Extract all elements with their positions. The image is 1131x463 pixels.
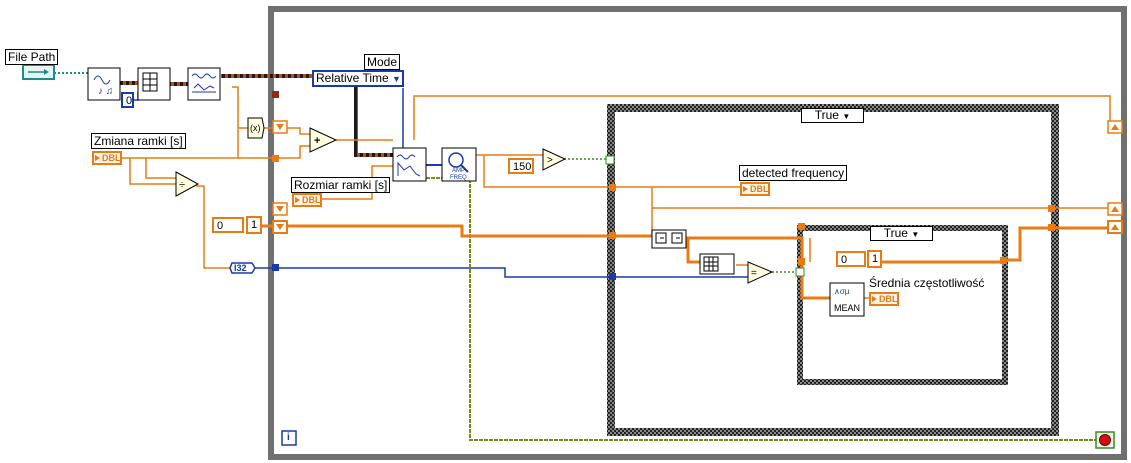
svg-text:>: > (547, 155, 553, 166)
index-constant[interactable]: 0 (121, 92, 134, 108)
while-loop[interactable] (268, 6, 1127, 460)
detected-frequency-terminal[interactable]: DBL (740, 182, 770, 196)
chevron-down-icon: ▼ (392, 74, 401, 84)
mean-label: MEAN (834, 303, 861, 313)
zmiana-ramki-label: Zmiana ramki [s] (91, 133, 186, 149)
srednia-terminal[interactable]: DBL (869, 292, 899, 306)
iteration-terminal (281, 430, 297, 446)
absolute-value-function[interactable]: (x) (247, 117, 265, 139)
read-file-function[interactable]: ♪ ♫ (87, 67, 121, 101)
iteration-label: i (287, 432, 290, 443)
mean-function[interactable]: ∧σμ (829, 282, 865, 317)
chevron-down-icon: ▼ (842, 112, 851, 121)
extract-signal-function[interactable] (392, 147, 427, 182)
mode-value: Relative Time (316, 71, 389, 85)
mode-enum-constant[interactable]: Relative Time ▼ (312, 70, 404, 87)
svg-text:♪ ♫: ♪ ♫ (98, 86, 113, 97)
array-constant-a[interactable]: 0 (212, 217, 244, 233)
file-path-label: File Path (5, 49, 59, 65)
svg-text:+: + (314, 135, 320, 147)
svg-text:FREQ: FREQ (450, 175, 467, 181)
greater-than-function[interactable]: > (542, 148, 567, 171)
srednia-label: Średnia częstotliwość (869, 276, 985, 290)
detected-frequency-label: detected frequency (739, 165, 848, 181)
rozmiar-ramki-label: Rozmiar ramki [s] (291, 177, 391, 193)
outer-case-selector[interactable]: True ▼ (801, 108, 864, 123)
svg-text:=: = (751, 268, 757, 279)
array-size-function[interactable] (699, 253, 735, 275)
threshold-constant[interactable]: 150 (508, 158, 534, 174)
equal-function[interactable]: = (747, 261, 774, 284)
divide-function[interactable]: ÷ (175, 171, 200, 197)
build-array-function[interactable] (651, 229, 687, 249)
i32-conversion (229, 262, 256, 274)
tunnels (272, 91, 1055, 280)
array-constant-d[interactable]: 1 (867, 250, 882, 268)
stop-terminal[interactable] (1095, 431, 1115, 449)
svg-text:∧σμ: ∧σμ (834, 287, 850, 296)
zmiana-ramki-terminal[interactable]: DBL (92, 151, 122, 165)
svg-text:÷: ÷ (179, 179, 185, 191)
mode-label: Mode (364, 54, 401, 70)
tone-measurements-function[interactable]: AMP FREQ (441, 147, 477, 182)
array-constant-c[interactable]: 0 (836, 251, 866, 267)
add-function[interactable]: + (309, 127, 338, 153)
array-constant-b[interactable]: 1 (246, 216, 262, 234)
i32-label: I32 (234, 263, 247, 273)
rozmiar-ramki-terminal[interactable]: DBL (292, 193, 322, 207)
file-path-terminal[interactable] (22, 64, 55, 80)
svg-text:AMP: AMP (452, 168, 465, 174)
shift-registers[interactable] (272, 120, 1123, 234)
waveform-node[interactable] (187, 67, 221, 101)
inner-case-selector[interactable]: True ▼ (870, 226, 933, 241)
chevron-down-icon: ▼ (911, 230, 920, 239)
index-array-function[interactable] (137, 67, 171, 101)
svg-text:(x): (x) (250, 123, 261, 133)
